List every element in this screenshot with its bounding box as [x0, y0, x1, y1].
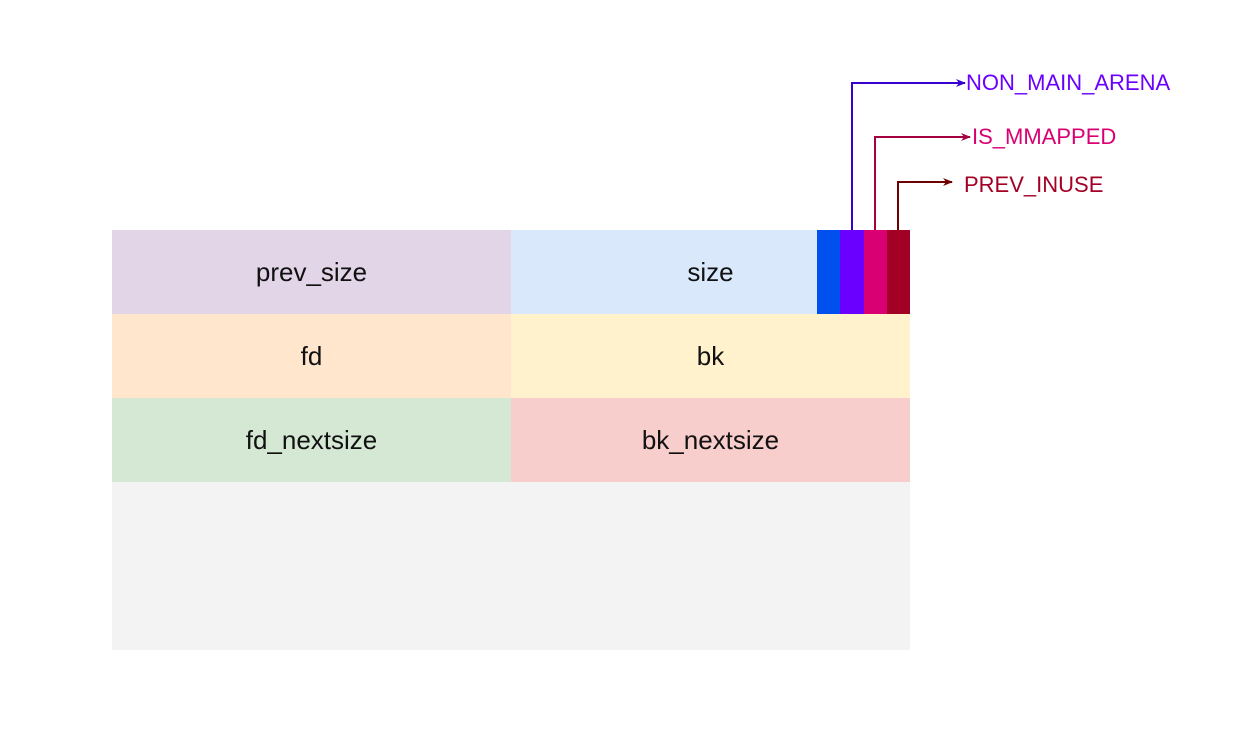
fd-label: fd	[300, 340, 323, 371]
bk-nextsize-label: bk_nextsize	[641, 424, 780, 455]
fd-field: fd	[112, 314, 511, 398]
prev-size-label: prev_size	[255, 256, 368, 287]
size-label: size	[687, 256, 734, 287]
fd-nextsize-field: fd_nextsize	[112, 398, 511, 482]
bk-field: bk	[511, 314, 910, 398]
prev-inuse-label: PREV_INUSE	[964, 172, 1104, 197]
size-low-bit	[817, 230, 840, 314]
non-main-arena-connector	[851, 79, 966, 230]
bk-nextsize-field: bk_nextsize	[511, 398, 910, 482]
is-mmapped-connector	[874, 133, 971, 230]
is-mmapped-bit	[864, 230, 887, 314]
prev-size-field: prev_size	[112, 230, 511, 314]
non-main-arena-bit	[840, 230, 864, 314]
bk-label: bk	[696, 340, 725, 371]
prev-inuse-connector	[897, 178, 953, 230]
non-main-arena-label: NON_MAIN_ARENA	[966, 70, 1171, 95]
fd-nextsize-label: fd_nextsize	[245, 424, 378, 455]
user-data-area	[112, 482, 910, 650]
prev-inuse-bit	[887, 230, 910, 314]
is-mmapped-label: IS_MMAPPED	[972, 124, 1117, 149]
